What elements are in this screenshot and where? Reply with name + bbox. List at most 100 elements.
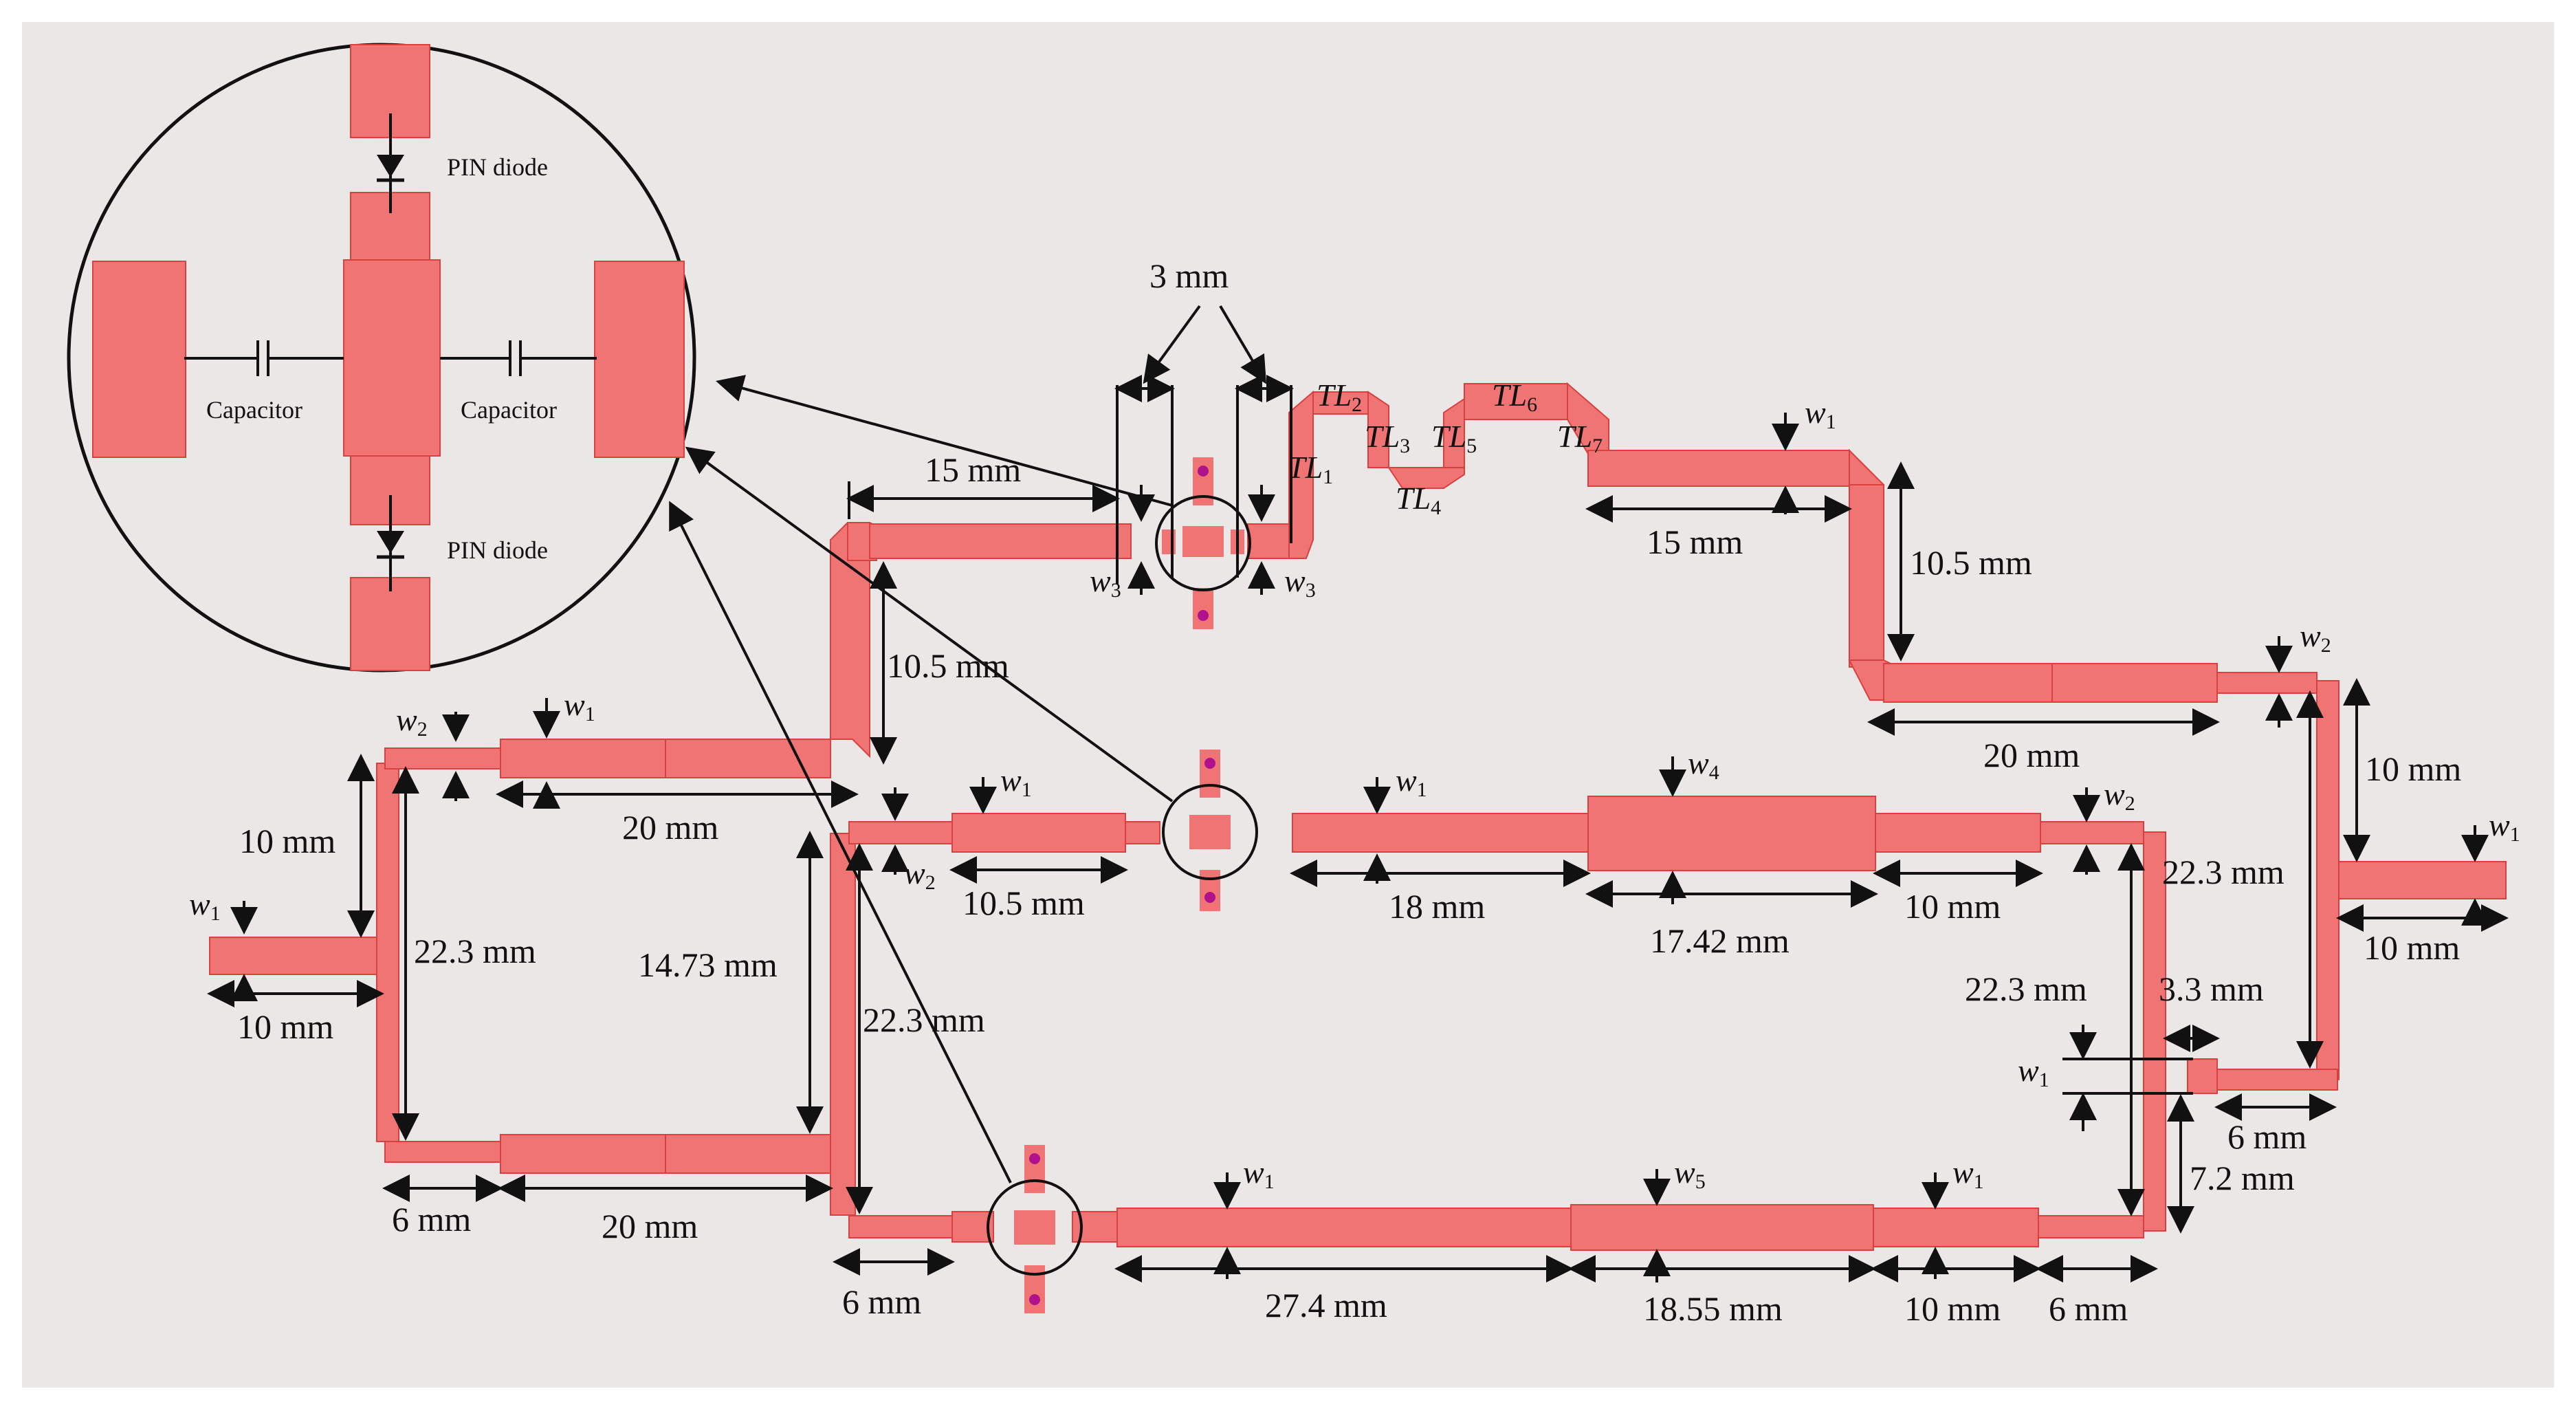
dim-6mm-bottom: 6 mm [842,1282,921,1321]
svg-text:w1: w1 [189,886,221,925]
switch-middle [1162,750,1258,911]
dim-10mm-right-vertical: 10 mm [2365,750,2461,788]
svg-text:w2: w2 [904,855,936,894]
input-port-left [209,937,379,975]
output-port-right [2338,861,2507,899]
top-path-b [1247,523,1290,559]
svg-text:w3: w3 [1090,563,1121,602]
dim-18-55: 18.55 mm [1643,1289,1783,1328]
microstrip-traces [209,382,2507,1251]
pin-diode-icon [377,155,404,177]
mid-narrow-left [848,821,953,844]
mid-wide-left [951,813,1126,853]
via-dot [1204,892,1215,903]
via-dot [1029,1153,1040,1164]
middle-left-vertical [830,833,856,1216]
mid-right-vertical [2143,831,2166,1232]
dim-15mm-top-left: 15 mm [925,450,1021,489]
right-low-small [2187,1058,2218,1094]
dim-10-5-right: 10.5 mm [1910,543,2032,582]
mid-path-w4 [1587,796,1876,871]
via-dot [1029,1294,1040,1305]
svg-text:TL7: TL7 [1557,419,1603,457]
inset-detail: PIN diode PIN diode Capacitor Capacitor [67,43,696,673]
svg-text:w1: w1 [1000,763,1032,801]
width-arrows [230,413,2489,1282]
dim-6mm-bottom-left: 6 mm [392,1200,471,1238]
mid-path-b [1875,813,2041,853]
pin-diode-icon [377,531,404,554]
tl-labels: TL1 TL2 TL3 TL4 TL5 TL6 TL7 [1288,378,1603,519]
dim-17-42: 17.42 mm [1650,921,1790,960]
dim-10-5-mid: 10.5 mm [962,884,1085,922]
svg-text:TL5: TL5 [1431,419,1477,457]
dim-10mm-output: 10 mm [2364,928,2460,967]
svg-text:w1: w1 [1243,1155,1275,1193]
bottom-left-narrow [384,1141,503,1163]
dimension-labels: 3 mm 15 mm 10.5 mm 20 mm 10 mm 22.3 mm 1… [237,256,2461,1328]
mid-path-narrow-r [2040,821,2144,844]
pin-diode-label-bottom: PIN diode [447,536,548,564]
dim-10mm-left-vertical: 10 mm [239,822,335,860]
dim-22-3-left: 22.3 mm [414,932,536,970]
tl6 [1464,383,1568,420]
inset-bottom-pad [350,577,430,671]
bottom-left-wide-b [665,1134,831,1174]
svg-text:w4: w4 [1688,745,1719,784]
top-left-wide-a [500,739,666,778]
dim-6mm-right-low: 6 mm [2227,1117,2307,1156]
bot-path-b [1873,1208,2039,1247]
dim-27-4: 27.4 mm [1265,1286,1387,1324]
tl1-up [1288,390,1314,559]
dim-10mm-mid-right: 10 mm [1904,887,2001,926]
right-mid-narrow [2216,672,2318,694]
dim-20mm-bottom-left: 20 mm [602,1207,698,1245]
svg-text:TL2: TL2 [1317,378,1362,416]
top-left-narrow [384,747,503,769]
svg-text:TL1: TL1 [1288,450,1333,488]
left-vertical-line [376,763,399,1142]
right-mid-wide-b [2051,663,2218,703]
inset-right-pad [594,261,685,458]
dim-15mm-right: 15 mm [1647,523,1743,561]
switch-circle-bottom [987,1179,1083,1276]
inset-center [343,259,441,457]
svg-text:w1: w1 [1952,1155,1984,1193]
via-dot [1198,610,1209,621]
switch-bottom [987,1145,1083,1313]
bot-narrow-left-2 [951,1211,994,1243]
via-dot [1198,466,1209,477]
dim-3-3: 3.3 mm [2159,970,2264,1008]
mid-path-a [1292,813,1589,853]
mid-narrow-left-2 [1125,821,1160,844]
right-mid-wide-a [1883,663,2053,703]
dim-3mm: 3 mm [1149,256,1229,295]
dimension-lines [207,305,2509,1282]
capacitor-label-left: Capacitor [206,396,302,424]
svg-text:w3: w3 [1284,563,1316,602]
right-upper-vertical [1849,484,1884,668]
dim-7-2: 7.2 mm [2190,1159,2295,1197]
bot-path-narrow-r [2038,1215,2144,1238]
width-labels: w2 w1 w1 w3 w3 w1 w2 w1 w4 w2 w1 w5 w1 w… [189,395,2520,1193]
dim-22-3-middle: 22.3 mm [863,1001,985,1039]
dim-22-3-right-mid: 22.3 mm [1965,970,2087,1008]
dim-18mm: 18 mm [1389,887,1485,926]
switch-top [1155,457,1251,629]
inset-left-pad [92,261,186,458]
svg-text:TL6: TL6 [1492,378,1537,416]
bot-path-a [1116,1208,1572,1247]
switch-circle-top [1155,495,1251,591]
dim-10-5-left: 10.5 mm [887,646,1009,685]
dim-6mm-bottom-right: 6 mm [2049,1289,2128,1328]
svg-text:w2: w2 [396,702,428,741]
pin-diode-label-top: PIN diode [447,153,548,181]
svg-text:w1: w1 [2489,807,2520,846]
top-path-a [869,523,1132,559]
dim-20mm-right: 20 mm [1983,736,2080,774]
dim-10mm-bottom-right: 10 mm [1904,1289,2001,1328]
right-vertical [2316,680,2340,1080]
dim-14-73: 14.73 mm [638,946,778,984]
bottom-left-wide-a [500,1134,666,1174]
